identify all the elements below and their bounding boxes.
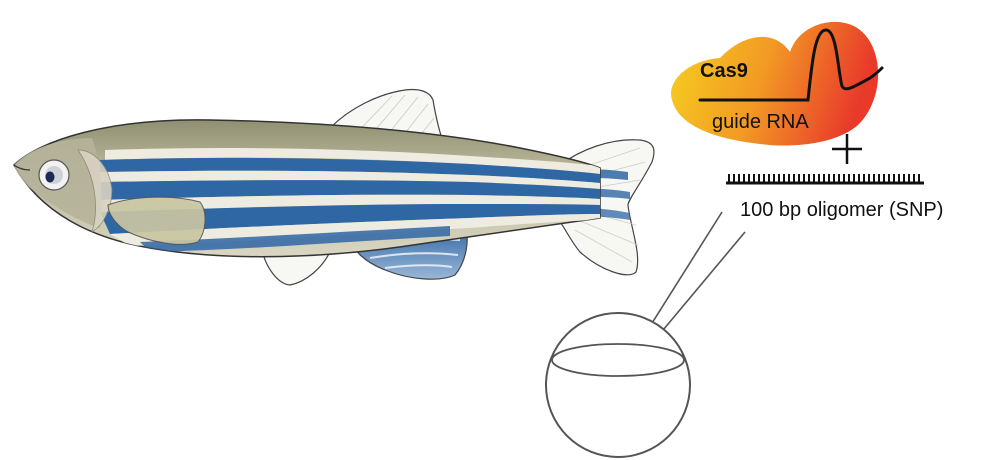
oligomer-label: 100 bp oligomer (SNP) xyxy=(740,199,943,221)
fish-eye xyxy=(39,160,69,190)
oligomer-strand xyxy=(726,174,924,183)
guide-rna-label: guide RNA xyxy=(712,111,809,133)
plus-icon xyxy=(832,134,862,164)
cas9-label: Cas9 xyxy=(700,60,748,82)
zebrafish-illustration xyxy=(14,89,654,285)
embryo-icon xyxy=(546,313,690,457)
